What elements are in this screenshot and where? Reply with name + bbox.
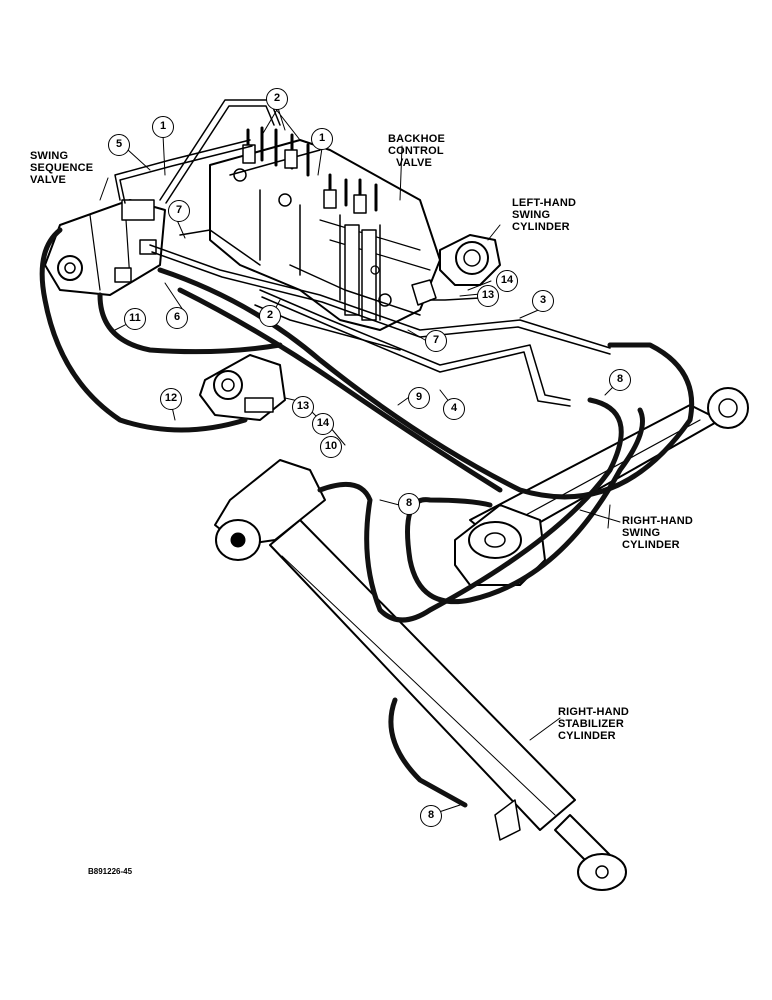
figure-id: B891226-45 [88, 867, 133, 876]
callout-14: 14 [312, 413, 334, 435]
callout-1: 1 [311, 128, 333, 150]
swing-cylinder-mount [199, 354, 286, 421]
left-swing-cylinder [439, 234, 501, 286]
callout-5: 5 [108, 134, 130, 156]
label-line: VALVE [30, 174, 67, 186]
callout-13: 13 [477, 285, 499, 307]
callout-6: 6 [166, 307, 188, 329]
right-swing-cylinder [454, 387, 749, 586]
label-backhoe-control-valve: BACKHOE CONTROL VALVE [388, 133, 445, 169]
callout-11: 11 [124, 308, 146, 330]
steel-tubes [114, 99, 611, 407]
label-line: VALVE [396, 157, 433, 169]
swing-sequence-valve [44, 199, 166, 296]
label-line: CYLINDER [558, 730, 616, 742]
label-line: LEFT-HAND [512, 197, 577, 209]
callout-8: 8 [609, 369, 631, 391]
label-line: BACKHOE [388, 133, 446, 145]
callout-2: 2 [266, 88, 288, 110]
callout-10: 10 [320, 436, 342, 458]
label-line: SEQUENCE [30, 162, 94, 174]
callout-2: 2 [259, 305, 281, 327]
label-line: CONTROL [388, 145, 444, 157]
right-stabilizer-cylinder [214, 459, 627, 891]
label-line: STABILIZER [558, 718, 624, 730]
callout-1: 1 [152, 116, 174, 138]
label-line: SWING [622, 527, 661, 539]
callout-3: 3 [532, 290, 554, 312]
callout-4: 4 [443, 398, 465, 420]
callout-12: 12 [160, 388, 182, 410]
label-line: CYLINDER [622, 539, 680, 551]
callout-7: 7 [168, 200, 190, 222]
callout-14: 14 [496, 270, 518, 292]
label-right-stabilizer-cylinder: RIGHT-HAND STABILIZER CYLINDER [558, 706, 629, 742]
callout-8: 8 [398, 493, 420, 515]
label-right-swing-cylinder: RIGHT-HAND SWING CYLINDER [622, 515, 693, 551]
label-line: CYLINDER [512, 221, 570, 233]
label-left-swing-cylinder: LEFT-HAND SWING CYLINDER [512, 197, 576, 233]
callout-13: 13 [292, 396, 314, 418]
label-line: RIGHT-HAND [622, 515, 694, 527]
label-line: RIGHT-HAND [558, 706, 630, 718]
label-swing-sequence-valve: SWING SEQUENCE VALVE [30, 150, 93, 186]
callout-9: 9 [408, 387, 430, 409]
label-line: SWING [512, 209, 551, 221]
callout-8: 8 [420, 805, 442, 827]
callout-7: 7 [425, 330, 447, 352]
label-line: SWING [30, 150, 69, 162]
